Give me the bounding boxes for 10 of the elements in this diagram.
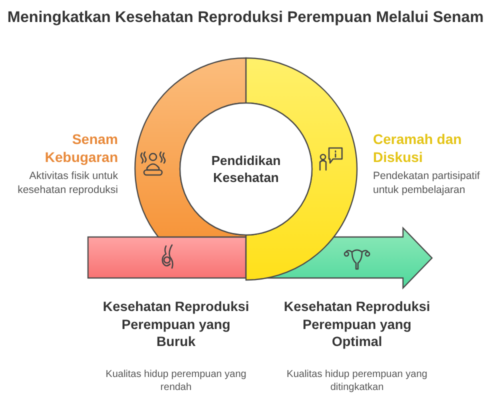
stage-heading: Senam Kebugaran bbox=[44, 130, 118, 166]
outcome-description: Kualitas hidup perempuan yang rendah bbox=[104, 368, 248, 394]
stage-description: Pendekatan partisipatif untuk pembelajaran bbox=[373, 170, 481, 198]
outcome-description: Kualitas hidup perempuan yang ditingkatkan bbox=[286, 368, 428, 394]
stage-heading: Ceramah dan Diskusi bbox=[373, 130, 463, 166]
node-title: Pendidikan Kesehatan bbox=[210, 153, 282, 187]
outcome-heading: Kesehatan Reproduksi Perempuan yang Buruk bbox=[102, 298, 250, 351]
stage-description: Aktivitas fisik untuk kesehatan reproduksi bbox=[16, 170, 118, 198]
title: Meningkatkan Kesehatan Reproduksi Perempuan Melalui Senam bbox=[6, 8, 485, 28]
outcome-heading: Kesehatan Reproduksi Perempuan yang Optimal bbox=[282, 298, 432, 351]
